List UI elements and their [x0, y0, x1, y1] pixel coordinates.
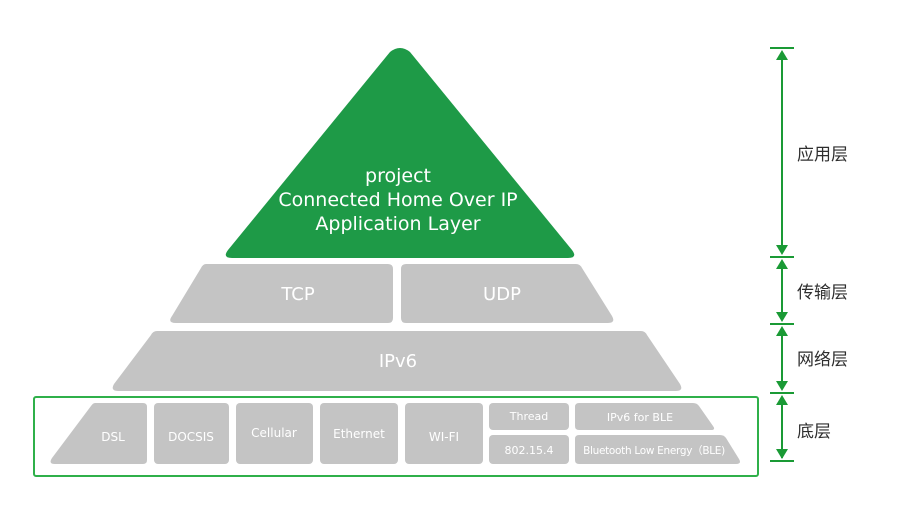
apex-line-1: project [365, 165, 431, 187]
ipv6-label: IPv6 [379, 351, 417, 372]
udp-block [401, 264, 614, 323]
ethernet-block [320, 403, 398, 464]
udp-label: UDP [483, 284, 521, 305]
dsl-block [50, 403, 147, 464]
docsis-block [154, 403, 229, 464]
arrowhead-network-up [776, 326, 788, 336]
ipv6-for-ble-block [575, 403, 715, 430]
ieee-802154-block [489, 435, 569, 464]
apex-line-3: Application Layer [315, 213, 480, 235]
cellular-block [236, 403, 313, 464]
application-layer-name: 应用层 [797, 145, 848, 165]
network-layer-name: 网络层 [797, 350, 848, 370]
bottom-layer-frame [33, 396, 759, 477]
apex-line-2: Connected Home Over IP [278, 189, 517, 211]
arrowhead-bottom-down [776, 449, 788, 459]
ble-label: Bluetooth Low Energy（BLE) [583, 445, 725, 457]
ieee-802154-label: 802.15.4 [505, 444, 554, 457]
ipv6-for-ble-label: IPv6 for BLE [607, 411, 673, 424]
ethernet-label: Ethernet [333, 427, 385, 441]
docsis-label: DOCSIS [168, 430, 214, 444]
thread-label: Thread [509, 410, 548, 423]
arrowhead-transport-down [776, 312, 788, 322]
cellular-label: Cellular [251, 426, 297, 440]
arrowhead-app-down [776, 245, 788, 255]
arrowhead-app-up [776, 50, 788, 60]
arrowhead-network-down [776, 381, 788, 391]
ipv6-block [112, 331, 682, 391]
ble-block [575, 435, 740, 464]
dsl-label: DSL [101, 430, 125, 444]
bottom-layer-name: 底层 [797, 422, 831, 442]
transport-layer-name: 传输层 [797, 283, 848, 303]
application-layer-triangle [225, 48, 575, 258]
thread-block [489, 403, 569, 430]
arrowhead-bottom-up [776, 395, 788, 405]
wifi-block [405, 403, 483, 464]
wifi-label: WI-FI [429, 430, 459, 444]
layer-dimension-arrows [770, 47, 794, 462]
arrowhead-transport-up [776, 259, 788, 269]
tcp-label: TCP [280, 284, 315, 305]
tcp-block [170, 264, 393, 323]
